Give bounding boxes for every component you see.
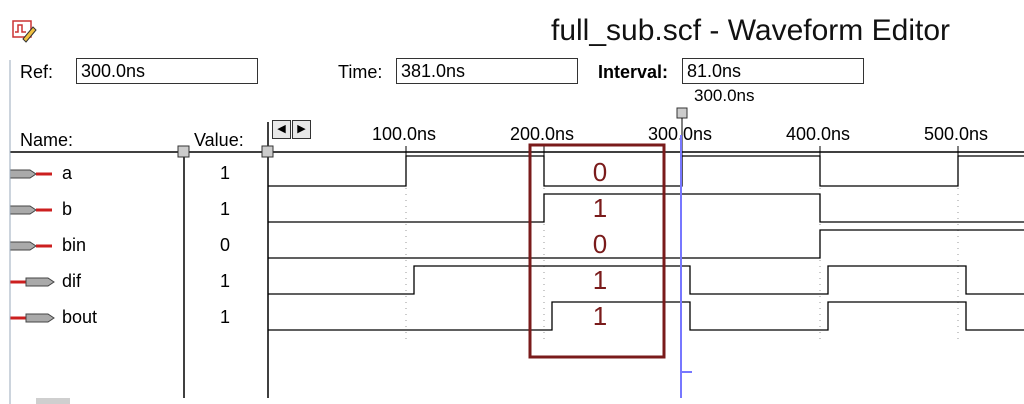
signal-value-dif: 1 <box>219 271 230 291</box>
title-bar: full_sub.scf - Waveform Editor <box>0 0 1024 58</box>
waveform-a <box>268 155 1024 187</box>
signal-value-a: 1 <box>219 163 230 183</box>
waveform-dif <box>268 265 1024 295</box>
tick-label: 100.0ns <box>372 124 437 144</box>
waveform-bout <box>268 301 1024 331</box>
annotation-bit-bout: 1 <box>592 301 608 331</box>
value-column-header: Value: <box>194 130 244 150</box>
signal-value-bin: 0 <box>219 235 230 255</box>
interval-field[interactable]: 81.0ns <box>682 58 864 84</box>
column-resize-handle[interactable] <box>177 145 190 158</box>
name-column-header: Name: <box>20 130 74 150</box>
annotation-bit-a: 0 <box>592 157 608 187</box>
waveform-editor-icon <box>12 20 37 43</box>
reference-marker-label: 300.0ns <box>694 86 755 105</box>
waveform-b <box>268 193 1024 223</box>
tick-label: 400.0ns <box>786 124 851 144</box>
signal-name-a[interactable]: a <box>62 163 73 183</box>
column-resize-handle[interactable] <box>261 145 274 158</box>
reference-marker-handle[interactable] <box>676 107 688 119</box>
annotation-bit-bin: 0 <box>592 229 608 259</box>
annotation-bit-dif: 1 <box>592 265 608 295</box>
signal-value-bout: 1 <box>219 307 230 327</box>
input-pin-icon <box>9 169 52 179</box>
horizontal-scrollbar[interactable] <box>36 398 70 404</box>
input-pin-icon <box>9 241 52 251</box>
next-transition-button[interactable]: ▶ <box>292 120 311 139</box>
signal-name-b[interactable]: b <box>62 199 73 219</box>
prev-transition-button[interactable]: ◀ <box>272 120 291 139</box>
signal-name-bin[interactable]: bin <box>62 235 87 255</box>
tick-label: 300.0ns <box>648 124 713 144</box>
annotation-bit-b: 1 <box>592 193 608 223</box>
window-title: full_sub.scf - Waveform Editor <box>550 14 950 47</box>
toolbar: Ref: 300.0ns ◀ ▶ Time: 381.0ns Interval:… <box>0 58 1024 139</box>
time-label: Time: <box>338 62 383 82</box>
signal-name-bout[interactable]: bout <box>62 307 98 327</box>
interval-label: Interval: <box>598 62 669 82</box>
ref-label: Ref: <box>20 62 54 82</box>
signal-value-b: 1 <box>219 199 230 219</box>
tick-label: 500.0ns <box>924 124 989 144</box>
output-pin-icon <box>10 313 55 323</box>
tick-label: 200.0ns <box>510 124 575 144</box>
waveform-bin <box>268 229 1024 259</box>
time-field[interactable]: 381.0ns <box>396 58 578 84</box>
annotation-box <box>528 143 666 359</box>
signal-name-dif[interactable]: dif <box>62 271 82 291</box>
output-pin-icon <box>10 277 55 287</box>
ref-field[interactable]: 300.0ns <box>76 58 258 84</box>
input-pin-icon <box>9 205 52 215</box>
